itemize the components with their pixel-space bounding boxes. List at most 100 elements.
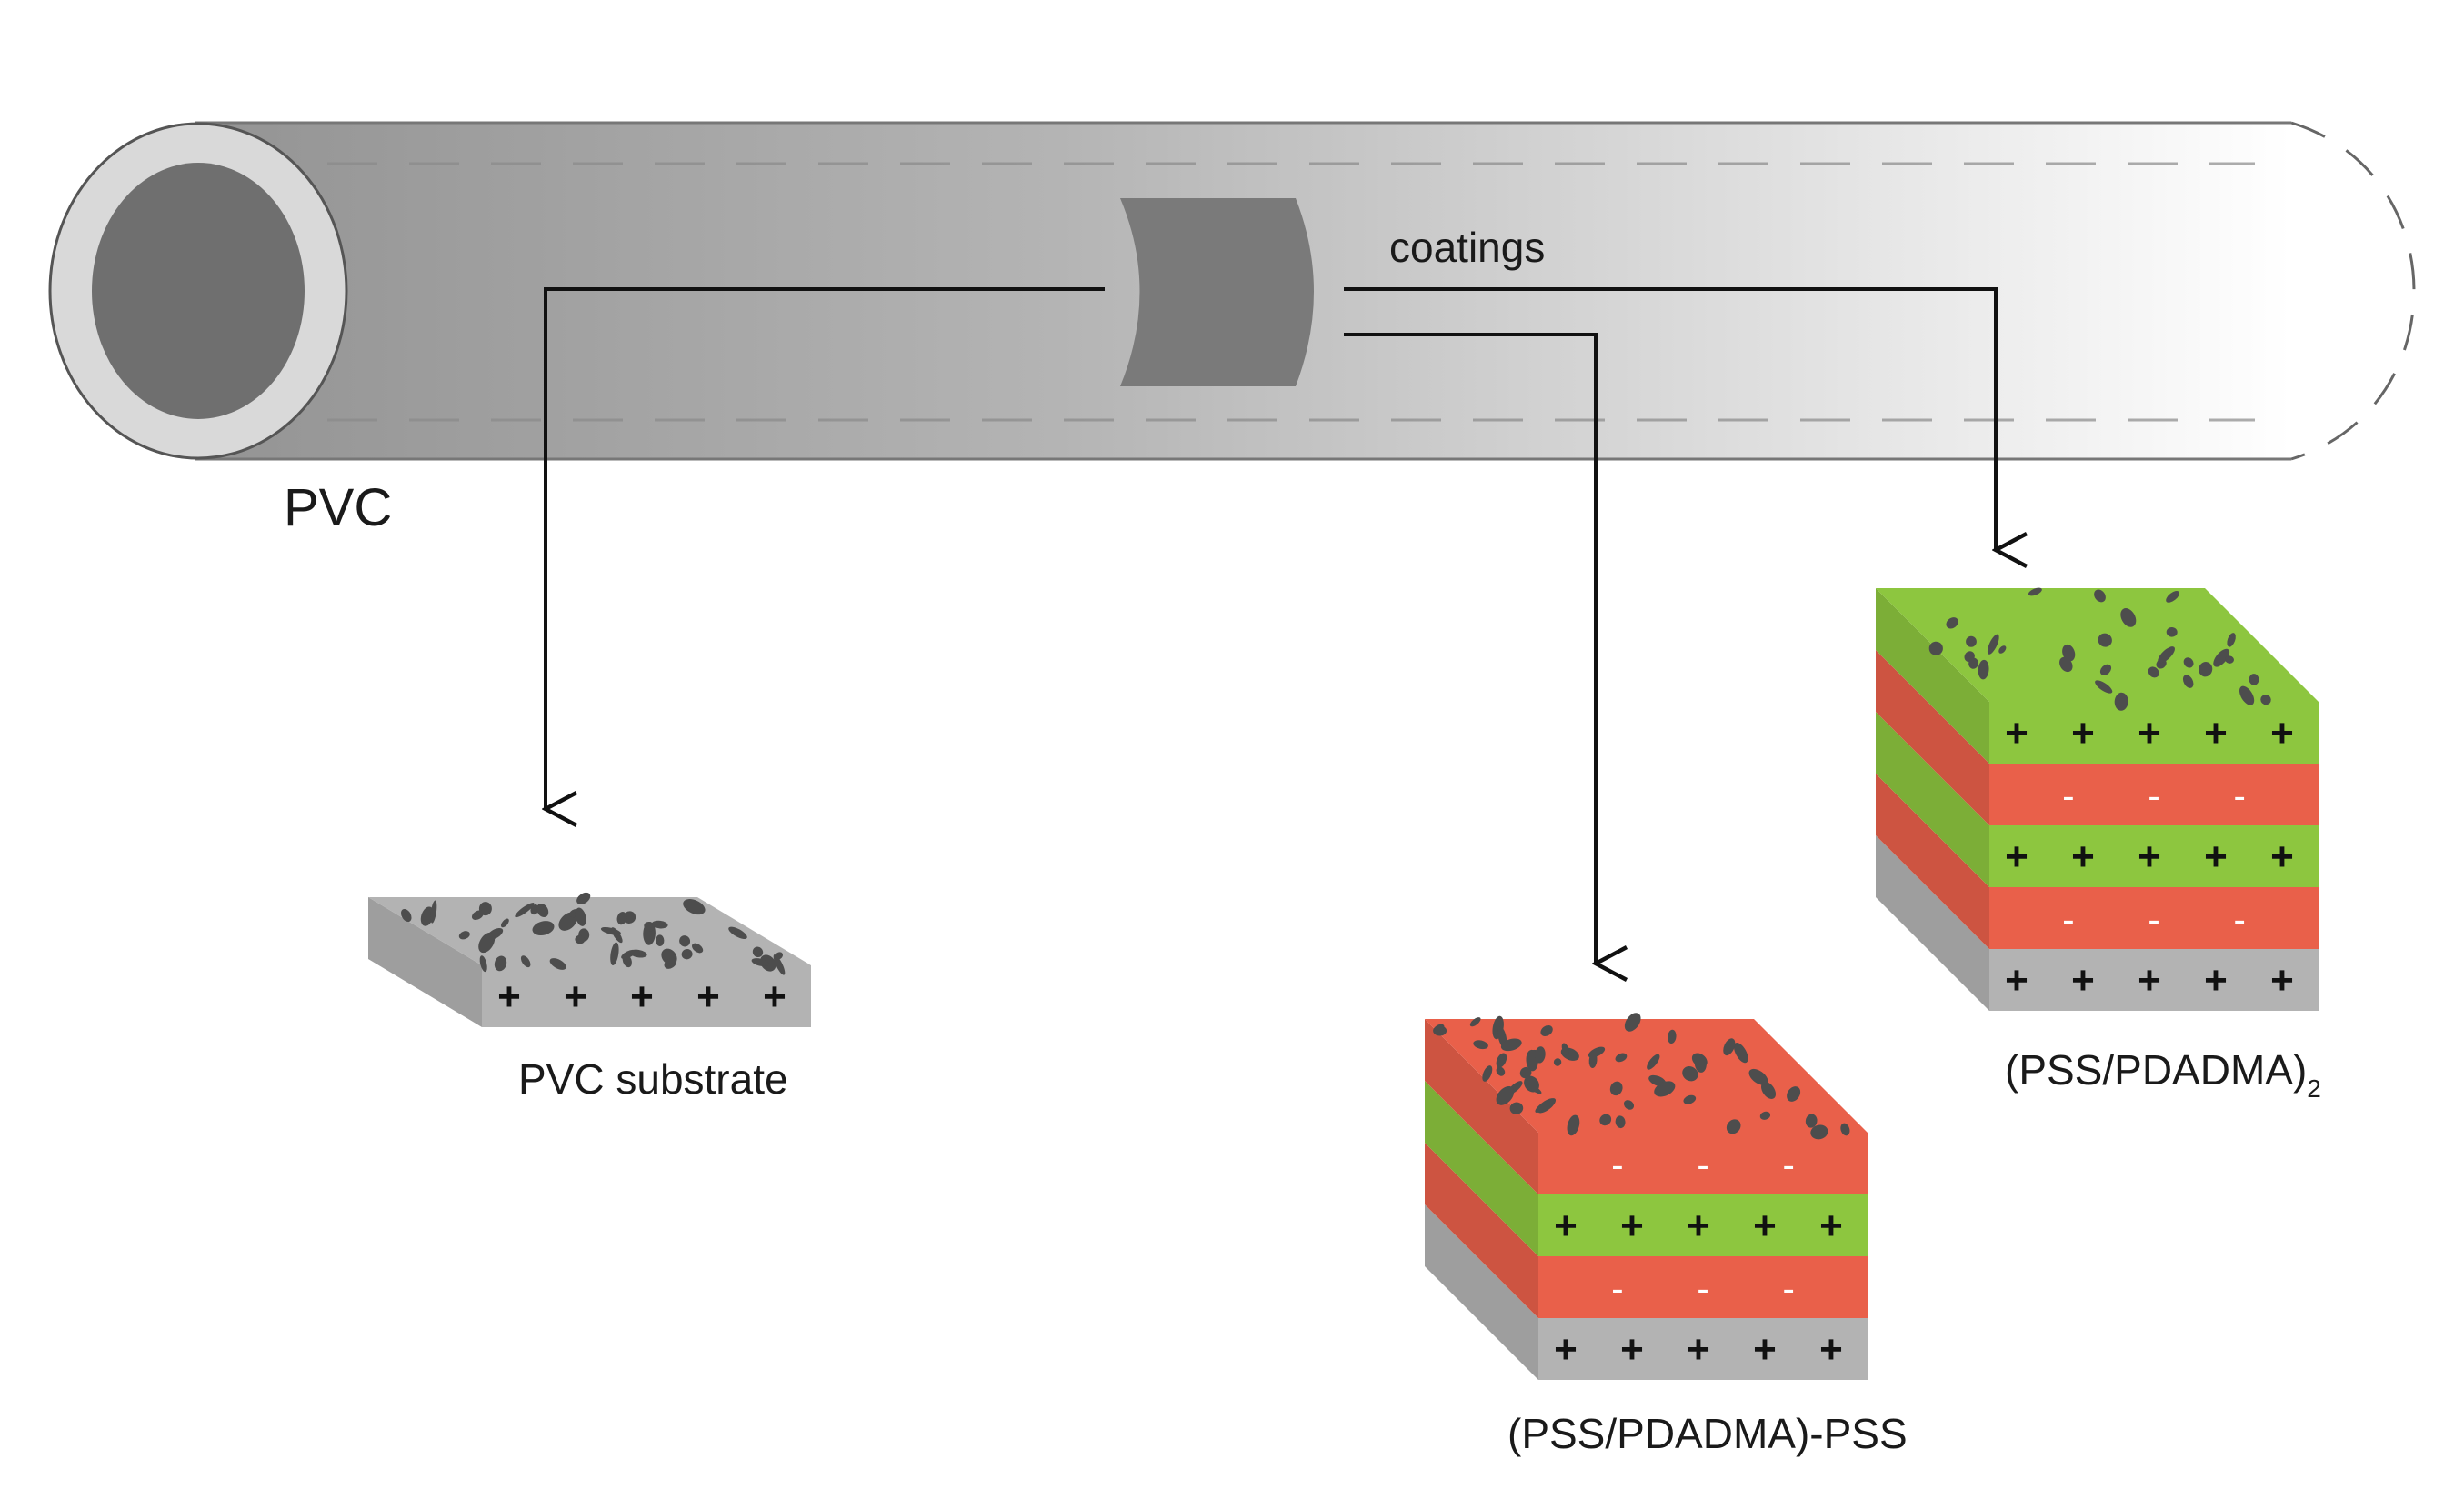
particle [1496,1066,1506,1076]
particle [1599,1114,1612,1126]
particle [2225,655,2234,664]
particle [1682,1066,1698,1082]
layer-front-pss [1989,764,2319,825]
positive-charge-sign: + [2204,834,2228,879]
coating-2-block: +++++---+++++---+++++ [1876,587,2319,1011]
particle [683,899,706,915]
particle [1998,645,2007,654]
positive-charge-sign: + [2270,834,2294,879]
particle [1733,1042,1748,1064]
coating-2-label-main: (PSS/PDADMA) [2005,1046,2307,1094]
particle [1805,1114,1818,1128]
particle [2148,666,2159,678]
particle [2095,680,2113,694]
particle [1694,1054,1707,1073]
particle [1624,1013,1641,1032]
layer-side-pss [1425,1143,1538,1318]
pipe-label: PVC [284,478,392,537]
particle [2166,591,2180,603]
coatings-label: coatings [1389,224,1545,271]
positive-charge-sign: + [2204,711,2228,755]
particle [2239,685,2255,705]
particle [501,918,509,928]
particle [1553,1058,1562,1066]
particle [1473,1040,1488,1050]
particle [2094,589,2106,603]
negative-charge-sign: - [2148,900,2159,940]
particle [610,942,619,965]
particle [2098,633,2112,647]
particle [2183,657,2194,668]
positive-charge-sign: + [2071,834,2095,879]
particle [1987,634,1999,655]
positive-charge-sign: + [2138,834,2161,879]
particle [664,957,677,969]
layer-front-pss [1538,1256,1868,1318]
particle [1496,1085,1515,1105]
particle [1469,1017,1481,1027]
layer-front-pss [1989,887,2319,949]
particle [1535,1098,1554,1113]
particle [2227,633,2236,647]
particle [1946,617,1958,629]
particle [1567,1114,1580,1136]
positive-charge-sign: + [2005,958,2028,1003]
layer-side-pdadma [1876,588,1989,764]
negative-charge-sign: - [2233,900,2245,940]
particle [1966,635,1977,647]
particle [1540,1024,1553,1037]
particle [2158,646,2175,664]
particle [1928,641,1943,655]
particle [1496,1053,1507,1068]
layer-side-pdadma [1425,1081,1538,1256]
layer-front-pvc [482,965,811,1027]
particle [515,903,535,918]
positive-charge-sign: + [2138,711,2161,755]
particle [1623,1100,1635,1110]
particle [2028,587,2042,596]
particle [728,926,747,940]
positive-charge-sign: + [1687,1204,1710,1248]
positive-charge-sign: + [1620,1204,1644,1248]
negative-charge-sign: - [1611,1145,1623,1185]
layer-side-pvc [1876,835,1989,1011]
particle [752,946,764,958]
particle [1840,1123,1850,1136]
particle [1588,1046,1606,1058]
layer-front-pdadma [1989,702,2319,764]
negative-charge-sign: - [2148,776,2159,816]
particle [2114,692,2128,711]
particle [1434,1024,1445,1032]
pipe-cutout-window [1120,198,1314,386]
pipe-far-end-dashed [2290,121,2416,461]
positive-charge-sign: + [1753,1204,1777,1248]
layer-front-pdadma [1538,1194,1868,1256]
particle [623,911,636,924]
pipe-hole [92,163,305,419]
particle [520,955,531,968]
particle [1500,1038,1522,1052]
particle [2249,674,2259,685]
layer-side-pvc [1425,1204,1538,1380]
particle [471,910,484,921]
particle [1759,1111,1771,1120]
particle [2182,675,2194,688]
particle [751,958,769,967]
layer-front-pss [1538,1133,1868,1194]
particle [478,932,496,954]
particle [1534,1046,1546,1064]
particle [2166,626,2178,637]
particle [1726,1119,1741,1134]
particle [2099,664,2112,675]
particle [1654,1081,1676,1097]
layer-side-pdadma [1876,712,1989,887]
positive-charge-sign: + [696,974,720,1019]
particle [401,908,412,923]
negative-charge-sign: - [2062,900,2074,940]
positive-charge-sign: + [1753,1327,1777,1372]
layer-side-pss [1876,774,1989,949]
particle [575,907,586,926]
negative-charge-sign: - [1782,1145,1794,1185]
coating-2-label-subscript: 2 [2307,1074,2321,1103]
